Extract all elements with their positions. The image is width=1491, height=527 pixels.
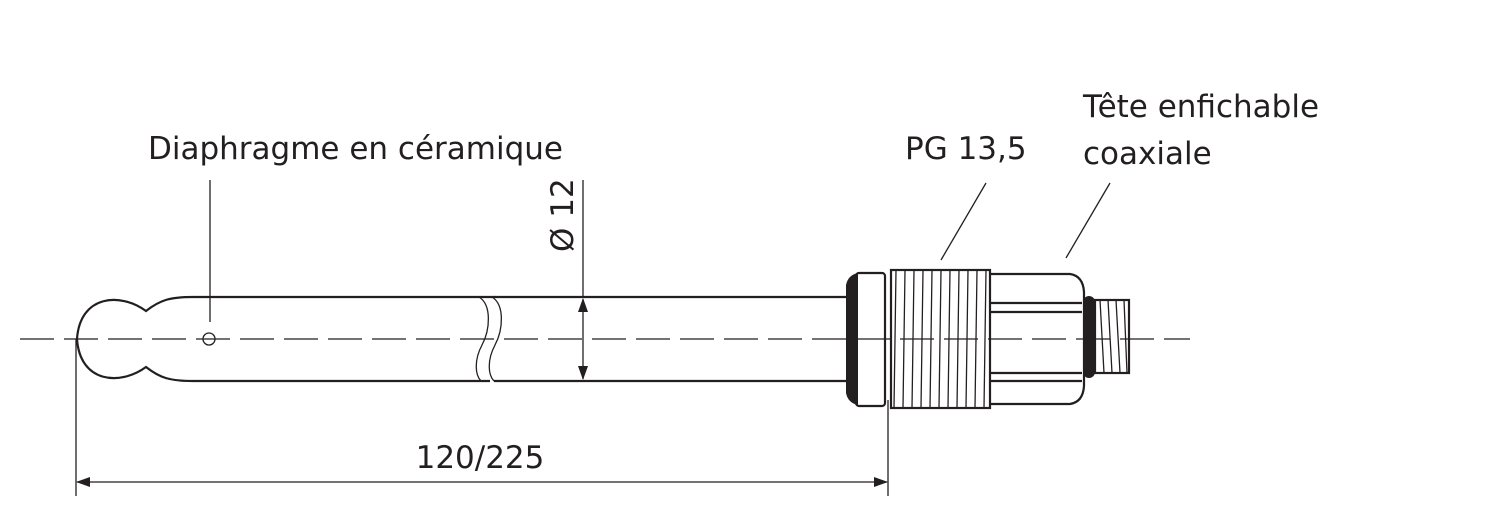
collar xyxy=(854,271,887,408)
thread-label: PG 13,5 xyxy=(905,131,1027,167)
head-leader xyxy=(1065,182,1111,259)
diaphragm-dot xyxy=(202,332,216,346)
thread-lines xyxy=(893,269,987,409)
head-flats xyxy=(990,301,1082,383)
length-label: 120/225 xyxy=(416,440,545,476)
thread-leader xyxy=(940,182,987,261)
diameter-label: Ø 12 xyxy=(545,178,581,252)
head-label-line2: coaxiale xyxy=(1083,136,1212,172)
glass-bulb xyxy=(75,295,495,383)
o-ring xyxy=(1083,296,1095,378)
head-label-line1: Tête enfichable xyxy=(1082,89,1319,125)
break-mark xyxy=(488,296,503,382)
glass-tube xyxy=(494,295,846,383)
diaphragm-label: Diaphragme en céramique xyxy=(148,131,563,167)
break-mark xyxy=(475,296,490,382)
coax-thread xyxy=(1099,299,1128,374)
